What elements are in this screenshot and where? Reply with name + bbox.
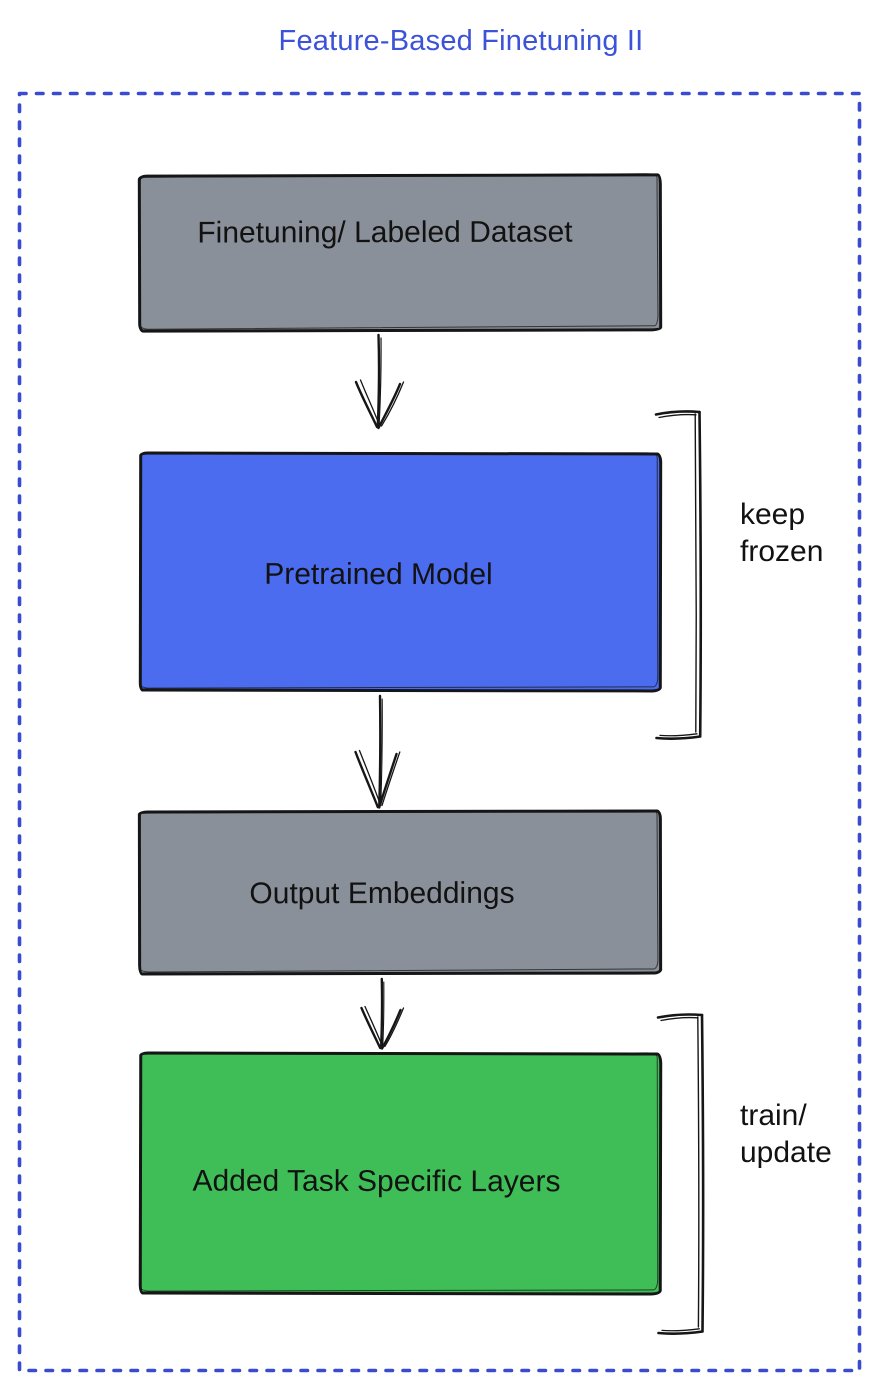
page-title: Feature-Based Finetuning II — [278, 25, 644, 57]
box-output-embeddings-label: Output Embeddings — [249, 876, 515, 910]
keep-frozen-bracket — [654, 410, 703, 740]
box-pretrained-model-label: Pretrained Model — [264, 557, 493, 592]
box-pretrained-model: Pretrained Model — [138, 451, 663, 693]
box-added-task-specific-layers-label: Added Task Specific Layers — [192, 1164, 561, 1198]
train-update-annotation: train/ update — [740, 1099, 832, 1169]
embeddings-to-tasklayers-arrow — [360, 977, 405, 1050]
box-output-embeddings: Output Embeddings — [137, 809, 663, 976]
box-finetuning-labeled-dataset: Finetuning/ Labeled Dataset — [137, 173, 663, 333]
box-finetuning-labeled-dataset-label: Finetuning/ Labeled Dataset — [197, 215, 573, 250]
box-added-task-specific-layers: Added Task Specific Layers — [138, 1051, 663, 1296]
pretrained-to-embeddings-arrow — [354, 694, 401, 809]
keep-frozen-annotation: keep frozen — [740, 498, 824, 568]
train-update-bracket — [656, 1013, 705, 1335]
dataset-to-pretrained-arrow — [354, 333, 405, 430]
